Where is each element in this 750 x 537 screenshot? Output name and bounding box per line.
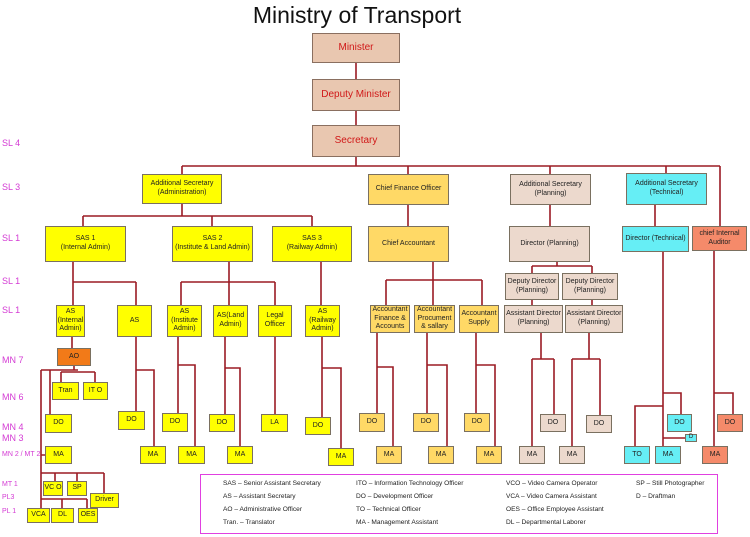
node-ma: MA: [519, 446, 545, 464]
legend-item: ITO – Information Technology Officer: [356, 480, 464, 487]
level-label: SL 1: [2, 276, 21, 286]
node-ma: MA: [140, 446, 166, 464]
node-do: DO: [540, 414, 566, 432]
node-accountant-supply: Accountant Supply: [459, 305, 499, 333]
node-deputy-director-planning: Deputy Director (Planning): [505, 273, 559, 300]
node-ma: MA: [559, 446, 585, 464]
node-assistant-director-planning: Assistant Director (Planning): [504, 305, 563, 333]
node-do: DO: [359, 413, 385, 432]
node-director-technical: Director (Technical): [622, 226, 689, 252]
node-do: DO: [586, 415, 612, 433]
node-sas2: SAS 2 (Institute & Land Admin): [172, 226, 253, 262]
node-tran: Tran: [52, 382, 79, 400]
node-driver: Driver: [90, 493, 119, 508]
level-label: SL 1: [2, 233, 21, 243]
node-do: DO: [209, 414, 235, 432]
node-deputy-director-planning: Deputy Director (Planning): [562, 273, 618, 300]
legend-item: DO – Development Officer: [356, 493, 434, 500]
node-accountant-procurement: Accountant Procument & sallary: [414, 305, 455, 333]
level-label: PL 1: [2, 508, 17, 515]
node-ma: MA: [655, 446, 681, 464]
node-do: DO: [305, 417, 331, 435]
node-as-technical: Additional Secretary (Technical): [626, 173, 707, 205]
legend-item: AS – Assistant Secretary: [223, 493, 296, 500]
level-label: MT 1: [2, 481, 18, 488]
node-la: LA: [261, 414, 288, 432]
node-assistant-director-planning: Assistant Director (Planning): [565, 305, 623, 333]
node-ito: IT O: [83, 382, 108, 400]
node-chief-finance-officer: Chief Finance Officer: [368, 174, 449, 205]
node-ma: MA: [178, 446, 205, 464]
legend-item: MA - Management Assistant: [356, 519, 439, 526]
node-do: DO: [162, 413, 188, 432]
node-as: AS: [117, 305, 152, 337]
level-label: PL3: [2, 494, 15, 501]
node-do: DO: [413, 413, 439, 432]
node-do: DO: [45, 414, 72, 433]
node-ma: MA: [227, 446, 253, 464]
node-ma: MA: [476, 446, 502, 464]
legend-item: VCO – Video Camera Operator: [506, 480, 598, 487]
node-d: D: [685, 434, 697, 442]
node-ma: MA: [328, 448, 354, 466]
node-do: DO: [717, 414, 743, 432]
node-director-planning: Director (Planning): [509, 226, 590, 262]
node-secretary: Secretary: [312, 125, 400, 157]
node-ma: MA: [376, 446, 402, 464]
node-accountant-finance: Accountant Finance & Accounts: [370, 305, 410, 333]
chart-title: Ministry of Transport: [252, 2, 462, 28]
node-chief-internal-auditor: chief Internal Auditor: [692, 226, 747, 251]
node-chief-accountant: Chief Accountant: [368, 226, 449, 262]
legend-item: D – Draftman: [636, 493, 676, 500]
legend-item: DL – Departmental Laborer: [506, 519, 586, 526]
level-label: SL 4: [2, 138, 21, 148]
node-oes: OES: [78, 508, 98, 523]
node-sas3: SAS 3 (Railway Admin): [272, 226, 352, 262]
legend-item: SAS – Senior Assistant Secretary: [223, 480, 321, 487]
node-ma: MA: [428, 446, 454, 464]
node-do: DO: [667, 414, 692, 432]
node-sas1: SAS 1 (Internal Admin): [45, 226, 126, 262]
level-label: MN 6: [2, 392, 24, 402]
node-minister: Minister: [312, 33, 400, 63]
node-to: TO: [624, 446, 650, 464]
legend: SAS – Senior Assistant Secretary AS – As…: [200, 474, 718, 534]
node-as-administration: Additional Secretary (Administration): [142, 174, 222, 204]
level-label: MN 7: [2, 355, 24, 365]
node-do: DO: [118, 411, 145, 430]
legend-item: SP – Still Photographer: [636, 480, 705, 487]
node-as-institute-admin: AS (Institute Admin): [167, 305, 202, 337]
node-as-planning: Additional Secretary (Planning): [510, 174, 591, 205]
node-legal-officer: Legal Officer: [258, 305, 292, 337]
node-do: DO: [464, 413, 490, 432]
legend-item: Tran. – Translator: [223, 519, 275, 526]
level-label: MN 2 / MT 2: [2, 451, 41, 458]
node-ma: MA: [45, 446, 72, 464]
node-vca: VCA: [27, 508, 50, 523]
node-ma: MA: [702, 446, 728, 464]
node-as-railway-admin: AS (Railway Admin): [305, 305, 340, 337]
node-vco: VC O: [43, 481, 63, 496]
level-label: MN 4: [2, 422, 24, 432]
level-label: SL 3: [2, 182, 21, 192]
level-label: SL 1: [2, 305, 21, 315]
node-ao: AO: [57, 348, 91, 366]
node-deputy-minister: Deputy Minister: [312, 79, 400, 111]
node-sp: SP: [67, 481, 87, 496]
legend-item: VCA – Video Camera Assistant: [506, 493, 597, 500]
node-as-land-admin: AS(Land Admin): [213, 305, 248, 337]
node-as-internal-admin: AS (Internal Admin): [56, 305, 85, 337]
legend-item: AO – Administrative Officer: [223, 506, 303, 513]
node-dl: DL: [51, 508, 74, 523]
legend-item: TO – Technical Officer: [356, 506, 421, 513]
level-label: MN 3: [2, 433, 24, 443]
legend-item: OES – Office Employee Assistant: [506, 506, 604, 513]
